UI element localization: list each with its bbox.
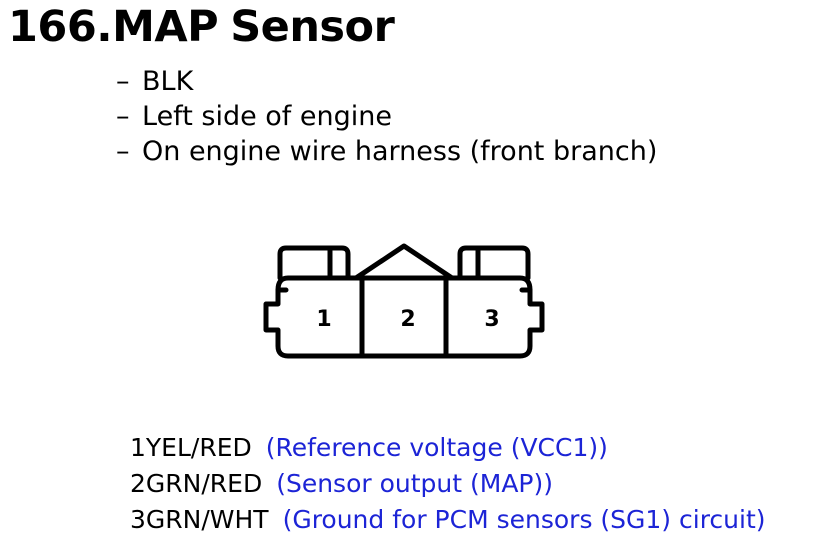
connector-top-edge xyxy=(275,275,533,293)
center-key xyxy=(353,243,455,281)
left-latch xyxy=(277,245,351,281)
connector-body xyxy=(263,287,545,359)
bullet-dash: – xyxy=(116,66,130,97)
pinout-row: 2GRN/RED (Sensor output (MAP)) xyxy=(130,466,766,502)
pin-2-label: 2 xyxy=(400,307,415,332)
title-number: 166. xyxy=(8,2,113,52)
pin-number: 3 xyxy=(130,505,146,534)
wire-color: GRN/WHT xyxy=(145,505,269,534)
info-text: BLK xyxy=(142,66,194,97)
wire-color: GRN/RED xyxy=(145,469,263,498)
pin-number: 1 xyxy=(130,433,146,462)
pin-description: (Sensor output (MAP)) xyxy=(276,469,554,498)
info-text: On engine wire harness (front branch) xyxy=(142,136,658,167)
title-word: Sensor xyxy=(230,2,395,52)
info-harness: –On engine wire harness (front branch) xyxy=(116,134,657,169)
wire-color: YEL/RED xyxy=(145,433,252,462)
pin-description: (Reference voltage (VCC1)) xyxy=(265,433,608,462)
bullet-dash: – xyxy=(116,136,130,167)
title-name: MAP xyxy=(112,2,219,52)
pinout-list: 1YEL/RED(Reference voltage (VCC1)) 2GRN/… xyxy=(130,430,766,538)
bullet-dash: – xyxy=(116,101,130,132)
pin-description: (Ground for PCM sensors (SG1) circuit) xyxy=(282,505,766,534)
connector-diagram: 1 2 3 xyxy=(263,243,545,359)
info-color: –BLK xyxy=(116,64,657,99)
pinout-row: 3GRN/WHT (Ground for PCM sensors (SG1) ci… xyxy=(130,502,766,538)
info-location: –Left side of engine xyxy=(116,99,657,134)
pin-1-label: 1 xyxy=(316,307,331,332)
pin-number: 2 xyxy=(130,469,146,498)
info-text: Left side of engine xyxy=(142,101,392,132)
right-latch xyxy=(457,245,531,281)
sensor-info-list: –BLK –Left side of engine –On engine wir… xyxy=(116,64,657,169)
pinout-row: 1YEL/RED (Reference voltage (VCC1)) xyxy=(130,430,766,466)
pin-3-label: 3 xyxy=(484,307,499,332)
